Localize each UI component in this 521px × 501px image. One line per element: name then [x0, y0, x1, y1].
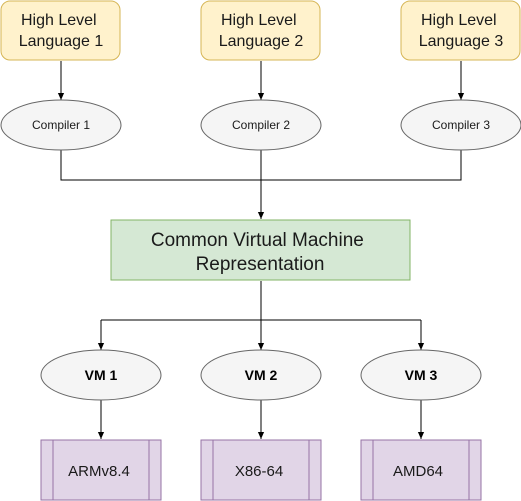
connector-compiler-1-merge: [60, 150, 261, 181]
common-representation-line-1: Common Virtual Machine: [151, 230, 364, 251]
compiler-label: Compiler 3: [432, 118, 490, 132]
language-box-shape: [0, 0, 121, 61]
vm-node-shape: [40, 349, 162, 401]
language-box-3[interactable]: High Level Language 3: [400, 0, 521, 61]
target-label: ARMv8.4: [68, 463, 130, 480]
target-box-3[interactable]: AMD64: [360, 439, 482, 501]
target-label: AMD64: [393, 463, 443, 480]
compiler-merge-connectors: [60, 150, 462, 219]
target-box-1[interactable]: ARMv8.4: [40, 439, 162, 501]
common-representation-box[interactable]: Common Virtual Machine Representation: [110, 219, 411, 281]
compiler-node-3[interactable]: Compiler 3: [400, 99, 521, 151]
language-box-shape: [200, 0, 321, 61]
target-label: X86-64: [235, 463, 283, 480]
common-representation-shape: [110, 219, 411, 281]
compiler-node-shape: [200, 99, 322, 151]
common-representation-label: Common Virtual Machine Representation: [151, 230, 369, 275]
compiler-label: Compiler 2: [232, 118, 290, 132]
language-to-compiler-connectors: [57, 61, 465, 100]
language-label-line-1: High Level: [221, 12, 297, 29]
common-representation-line-2: Representation: [196, 254, 325, 275]
language-box-label: High Level Language 2: [219, 12, 304, 50]
vm-label: VM 1: [85, 367, 118, 383]
target-box-shape: [360, 439, 482, 501]
compiler-node-2[interactable]: Compiler 2: [200, 99, 322, 151]
language-label-line-2: Language 2: [219, 33, 304, 50]
language-label-line-2: Language 3: [419, 33, 504, 50]
language-box-label: High Level Language 1: [19, 12, 104, 50]
vm-to-target-connectors: [97, 400, 425, 439]
compiler-node-shape: [0, 99, 122, 151]
vm-node-1[interactable]: VM 1: [40, 349, 162, 401]
language-label-line-2: Language 1: [19, 33, 104, 50]
compiler-label: Compiler 1: [32, 118, 90, 132]
vm-node-2[interactable]: VM 2: [200, 349, 322, 401]
vm-label: VM 2: [245, 367, 278, 383]
compiler-node-1[interactable]: Compiler 1: [0, 99, 122, 151]
language-box-2[interactable]: High Level Language 2: [200, 0, 321, 61]
connector-compiler-3-merge: [261, 150, 462, 181]
target-box-shape: [200, 439, 322, 501]
vm-node-shape: [360, 349, 482, 401]
language-box-shape: [400, 0, 521, 61]
vm-node-shape: [200, 349, 322, 401]
compiler-node-shape: [400, 99, 521, 151]
language-label-line-1: High Level: [21, 12, 97, 29]
language-label-line-1: High Level: [421, 12, 497, 29]
vm-node-3[interactable]: VM 3: [360, 349, 482, 401]
language-box-label: High Level Language 3: [419, 12, 504, 50]
language-box-1[interactable]: High Level Language 1: [0, 0, 121, 61]
target-box-shape: [40, 439, 162, 501]
target-box-2[interactable]: X86-64: [200, 439, 322, 501]
common-to-vm-connectors: [97, 281, 425, 350]
vm-label: VM 3: [405, 367, 438, 383]
